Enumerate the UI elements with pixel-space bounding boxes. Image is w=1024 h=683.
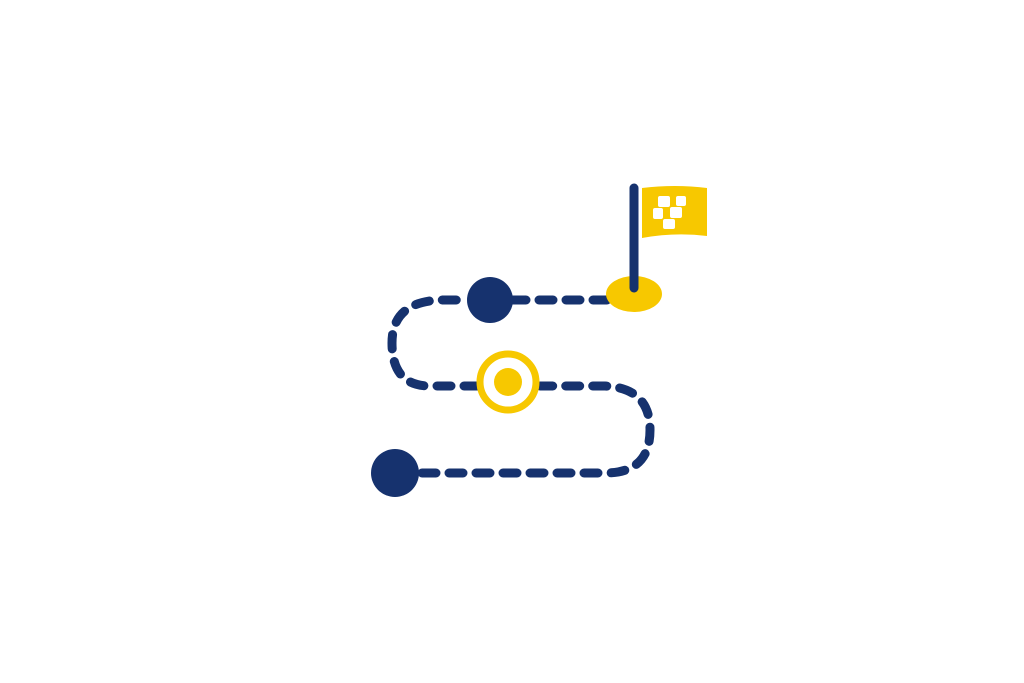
waypoint-dot-icon xyxy=(467,277,513,323)
dashed-route-path xyxy=(387,295,655,478)
start-dot-icon xyxy=(371,449,419,497)
target-icon xyxy=(476,350,540,414)
flag-base xyxy=(606,276,662,312)
finish-flag-icon xyxy=(606,183,707,312)
